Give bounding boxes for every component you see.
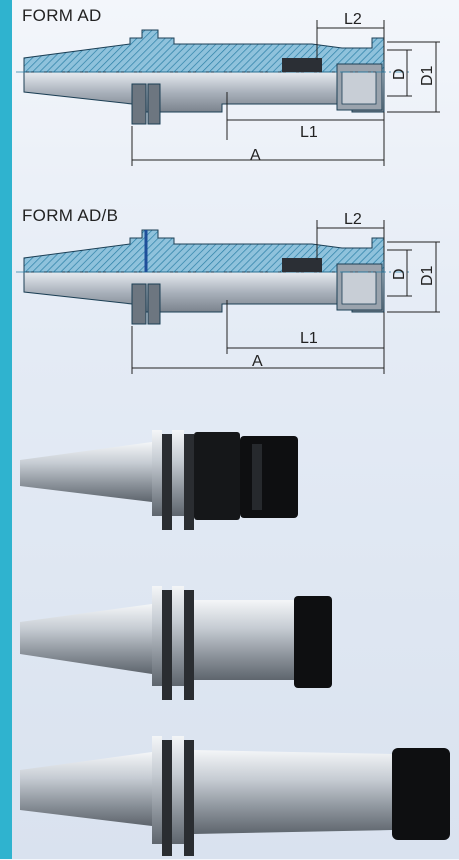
form-ad-title: FORM AD bbox=[22, 6, 102, 25]
form-ad-l2-label: L2 bbox=[344, 11, 362, 28]
form-ad-d1-label: D1 bbox=[419, 65, 436, 86]
form-ad-drawing: L2 L1 A D D1 bbox=[16, 11, 440, 166]
diagram-panel: FORM AD bbox=[12, 0, 459, 859]
form-ad-a-label: A bbox=[250, 147, 261, 164]
form-adb-d1-label: D1 bbox=[419, 265, 436, 286]
form-adb-l1-label: L1 bbox=[300, 330, 318, 347]
dim-lines bbox=[131, 20, 440, 166]
form-adb-d-label: D bbox=[391, 268, 408, 280]
form-adb-drawing: L2 L1 A D D1 bbox=[16, 211, 440, 374]
accent-bar bbox=[0, 0, 12, 859]
form-ad-l1-label: L1 bbox=[300, 124, 318, 141]
toolholder-medium-photo bbox=[20, 586, 332, 700]
form-adb-title: FORM AD/B bbox=[22, 206, 119, 225]
form-adb-a-label: A bbox=[252, 353, 263, 370]
toolholder-long-photo bbox=[20, 736, 450, 856]
toolholder-short-photo bbox=[20, 430, 298, 530]
form-adb-l2-label: L2 bbox=[344, 211, 362, 228]
dim-lines bbox=[131, 220, 440, 374]
form-ad-d-label: D bbox=[391, 68, 408, 80]
